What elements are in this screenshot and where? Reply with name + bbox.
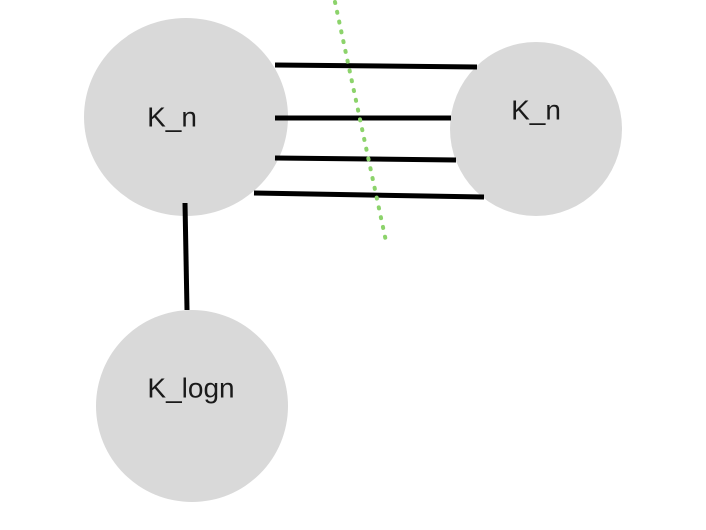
node-left: K_n	[84, 18, 288, 216]
edge-left-bottom	[182, 202, 190, 311]
node-right-circle	[450, 42, 622, 216]
cut-line	[333, 0, 389, 248]
node-left-circle	[84, 18, 288, 216]
node-bottom-circle	[96, 310, 288, 502]
node-right-label: K_n	[511, 94, 561, 125]
edge-left-right-3	[274, 155, 457, 163]
node-bottom-label: K_logn	[147, 372, 234, 403]
node-bottom: K_logn	[96, 310, 288, 502]
edge-left-right-1	[274, 62, 478, 70]
edge-left-right-4	[253, 190, 485, 200]
node-left-label: K_n	[147, 101, 197, 132]
node-right: K_n	[450, 42, 622, 216]
